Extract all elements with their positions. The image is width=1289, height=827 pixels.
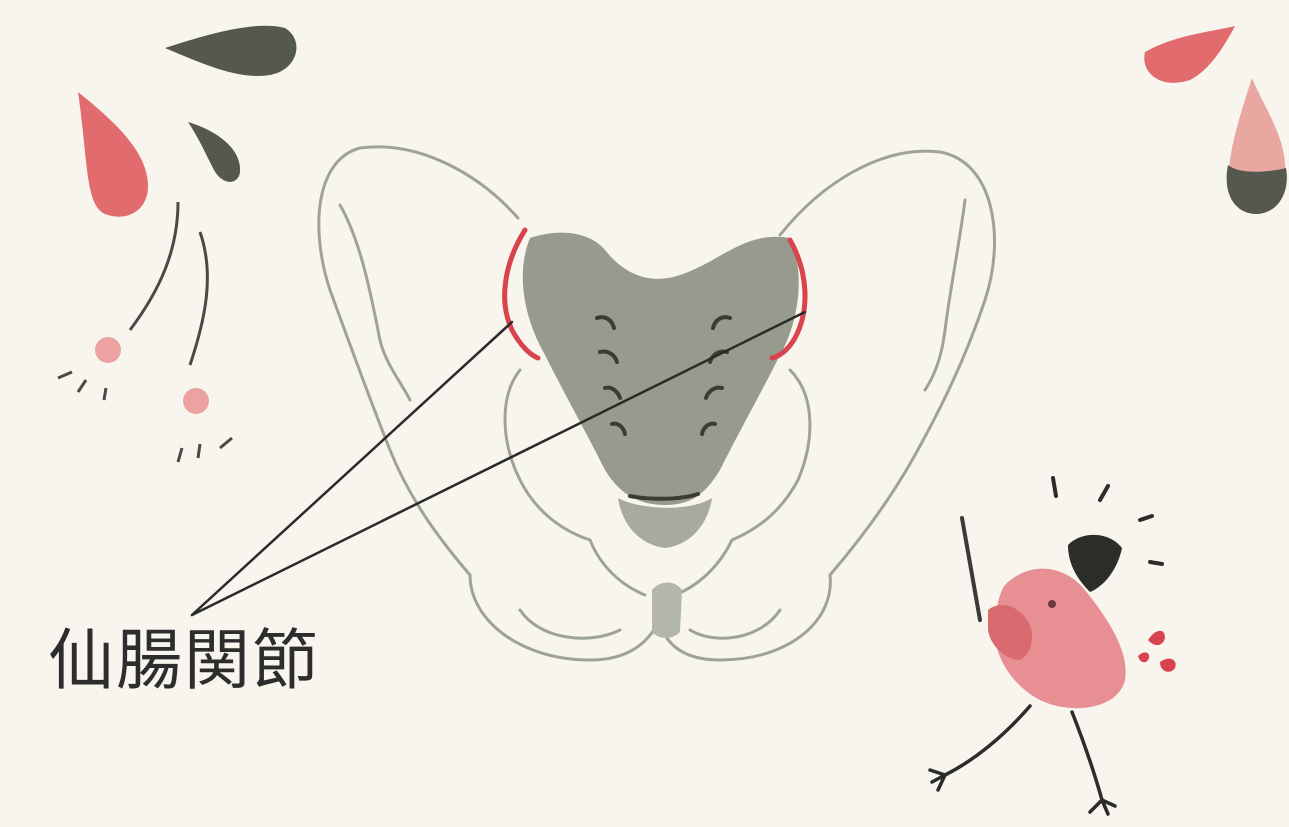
red-teardrop-icon: [1144, 26, 1235, 83]
pink-dot-icon: [95, 337, 121, 363]
bird-legs: [930, 706, 1115, 814]
pubic-symphysis: [652, 583, 682, 639]
stick-icon: [962, 518, 980, 620]
pink-bird-character: [930, 478, 1176, 814]
dark-drop-base-icon: [1227, 165, 1287, 214]
dark-teardrop-icon: [165, 26, 296, 76]
bird-eye: [1048, 600, 1056, 608]
red-teardrop-icon: [78, 92, 148, 217]
sacrum: [523, 233, 799, 505]
dark-drop-small-icon: [188, 122, 240, 182]
pink-dot-icon: [183, 388, 209, 414]
sweat-drops-icon: [1138, 631, 1176, 672]
motion-line-icon: [190, 232, 207, 365]
coccyx: [618, 498, 712, 548]
sacroiliac-joint-label: 仙腸関節: [48, 628, 320, 694]
sparkle-marks-icon: [58, 372, 232, 462]
motion-line-icon: [130, 202, 178, 330]
